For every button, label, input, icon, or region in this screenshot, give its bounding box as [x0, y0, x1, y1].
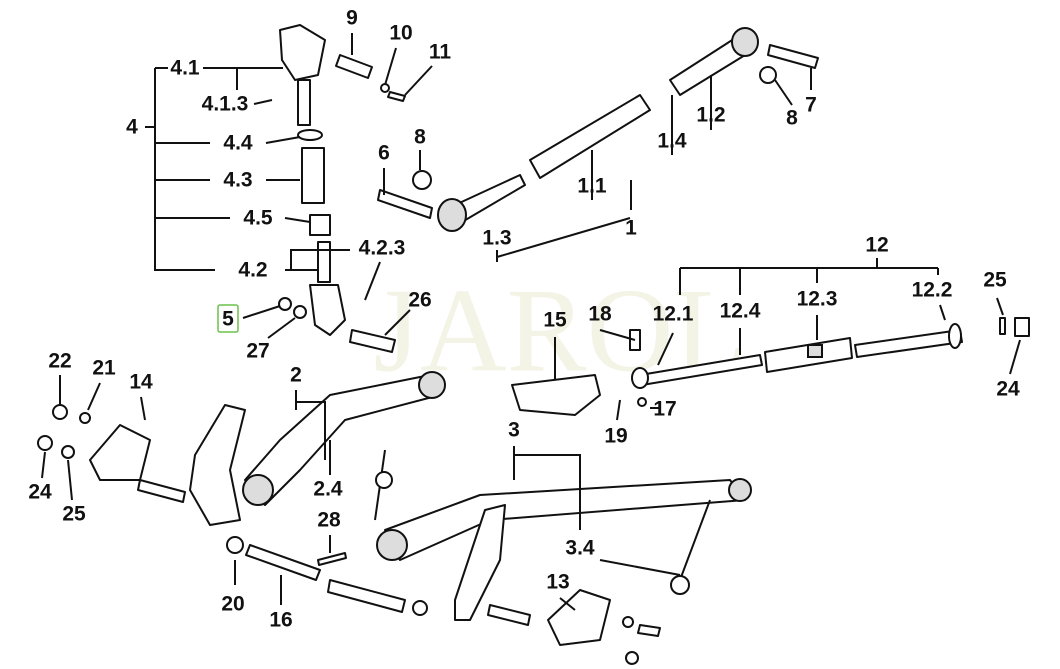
label-14[interactable]: 14 [129, 371, 153, 394]
label-17[interactable]: 17 [653, 398, 676, 421]
label-2[interactable]: 2 [290, 364, 302, 387]
label-27[interactable]: 27 [246, 340, 269, 363]
label-6[interactable]: 6 [378, 142, 390, 165]
label-5[interactable]: 5 [222, 308, 234, 331]
lower-link-right [226, 478, 752, 665]
label-25-left[interactable]: 25 [62, 503, 86, 526]
label-12[interactable]: 12 [865, 234, 888, 257]
label-1-2[interactable]: 1.2 [696, 104, 725, 127]
label-4[interactable]: 4 [126, 116, 138, 139]
label-4-2-3[interactable]: 4.2.3 [359, 237, 406, 260]
part-labels: 9 10 11 4.1 4.1.3 4 4.4 4.3 4.5 4.2.3 4.… [28, 7, 1020, 632]
label-1-3[interactable]: 1.3 [482, 227, 511, 250]
leader-lines [41, 33, 1021, 611]
label-11[interactable]: 11 [429, 41, 452, 64]
label-22[interactable]: 22 [48, 350, 71, 373]
label-25[interactable]: 25 [983, 269, 1007, 292]
label-15[interactable]: 15 [543, 309, 567, 332]
label-16[interactable]: 16 [269, 609, 292, 632]
label-1-4[interactable]: 1.4 [657, 130, 687, 153]
label-4-2[interactable]: 4.2 [238, 259, 267, 282]
label-28[interactable]: 28 [317, 509, 341, 532]
label-10[interactable]: 10 [389, 22, 412, 45]
label-19[interactable]: 19 [604, 425, 627, 448]
lower-link-left [37, 371, 446, 526]
label-24[interactable]: 24 [996, 378, 1020, 401]
label-13[interactable]: 13 [546, 571, 569, 594]
label-7[interactable]: 7 [805, 94, 817, 117]
label-4-3[interactable]: 4.3 [223, 169, 252, 192]
label-20[interactable]: 20 [221, 593, 244, 616]
label-18[interactable]: 18 [588, 303, 612, 326]
label-4-1[interactable]: 4.1 [170, 57, 200, 80]
label-9[interactable]: 9 [346, 7, 358, 30]
label-12-2[interactable]: 12.2 [912, 279, 953, 302]
label-3-4[interactable]: 3.4 [565, 537, 595, 560]
label-3[interactable]: 3 [508, 419, 520, 442]
label-26[interactable]: 26 [408, 289, 431, 312]
label-8[interactable]: 8 [414, 126, 426, 149]
top-link-assembly [377, 27, 819, 232]
label-21[interactable]: 21 [92, 357, 116, 380]
label-12-4[interactable]: 12.4 [720, 300, 761, 323]
highlight-box-item-5 [217, 304, 239, 333]
label-1[interactable]: 1 [625, 217, 637, 240]
label-12-3[interactable]: 12.3 [797, 288, 838, 311]
label-1-1[interactable]: 1.1 [577, 175, 607, 198]
label-4-4[interactable]: 4.4 [223, 132, 253, 155]
stabilizer-rod [511, 317, 1030, 416]
label-24-left[interactable]: 24 [28, 481, 52, 504]
label-2-4[interactable]: 2.4 [313, 478, 343, 501]
label-4-1-3[interactable]: 4.1.3 [202, 93, 249, 116]
label-12-1[interactable]: 12.1 [653, 303, 694, 326]
label-4-5[interactable]: 4.5 [243, 207, 273, 230]
vertical-lift-rod [278, 24, 406, 353]
label-8-right[interactable]: 8 [786, 107, 798, 130]
